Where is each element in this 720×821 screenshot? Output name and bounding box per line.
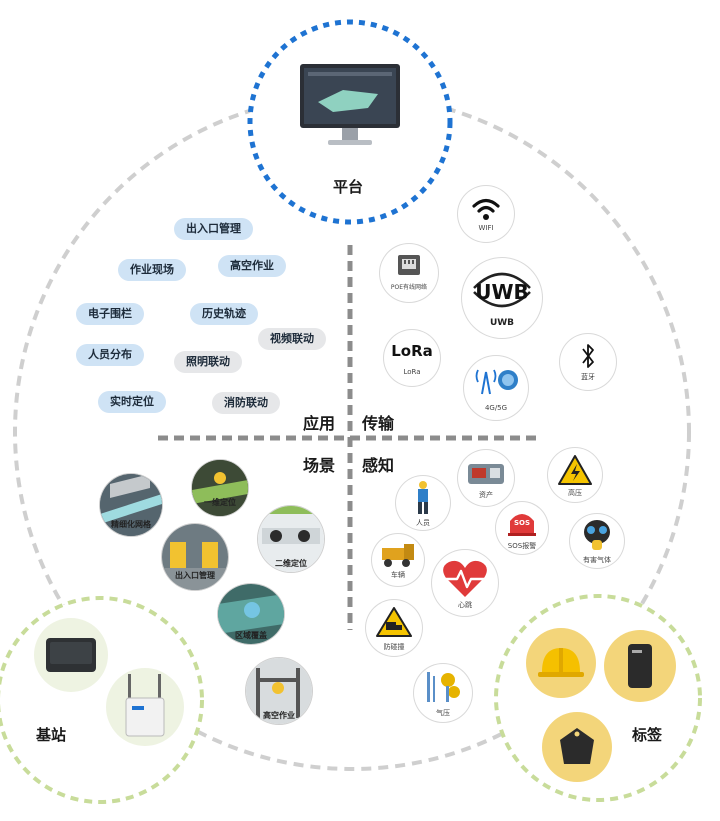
scene-1d-label: 一维定位 bbox=[204, 498, 236, 507]
scene-entry-exit[interactable] bbox=[162, 524, 228, 590]
barometer-icon bbox=[427, 672, 460, 702]
lora-node[interactable]: LoRa LoRa bbox=[384, 330, 440, 386]
base-station-device-2[interactable] bbox=[106, 668, 184, 746]
scene-high-altitude[interactable] bbox=[246, 658, 312, 724]
quadrant-label-transmission: 传输 bbox=[362, 414, 395, 433]
app-pill-realtime[interactable]: 实时定位 bbox=[98, 391, 166, 413]
wifi-label: WIFI bbox=[478, 224, 494, 232]
sos-alarm-icon bbox=[508, 514, 536, 536]
scene-fine-grid-label: 精细化网格 bbox=[111, 520, 151, 529]
sensing-collision[interactable]: 防碰撞 bbox=[366, 600, 422, 656]
uwb-label: UWB bbox=[489, 318, 515, 328]
high-voltage-icon bbox=[558, 455, 592, 485]
helmet-icon bbox=[538, 648, 584, 677]
sensing-personnel-label: 人员 bbox=[416, 519, 430, 527]
sensing-gas[interactable]: 有害气体 bbox=[570, 514, 624, 568]
quadrant-label-scene: 场景 bbox=[303, 456, 336, 475]
app-pill-fire[interactable]: 消防联动 bbox=[212, 392, 280, 414]
card-tag-icon bbox=[628, 644, 652, 688]
app-pill-lighting[interactable]: 照明联动 bbox=[174, 351, 242, 373]
vehicle-icon bbox=[382, 544, 414, 567]
sensing-high-voltage[interactable]: 高压 bbox=[548, 448, 602, 502]
scene-area-coverage[interactable] bbox=[218, 584, 284, 644]
tag-title: 标签 bbox=[632, 726, 663, 744]
uwb-node[interactable]: UWB UWB bbox=[462, 258, 542, 338]
sensing-vehicle-label: 车辆 bbox=[391, 571, 405, 579]
sensing-asset-label: 资产 bbox=[479, 491, 493, 499]
sensing-gas-label: 有害气体 bbox=[583, 556, 611, 564]
sensing-heartbeat-label: 心跳 bbox=[458, 601, 472, 609]
scene-fine-grid[interactable] bbox=[100, 474, 162, 536]
app-pill-history[interactable]: 历史轨迹 bbox=[190, 303, 258, 325]
beacon-tag-icon bbox=[560, 728, 594, 764]
scene-2d-image bbox=[258, 506, 324, 572]
scene-entry-exit-label: 出入口管理 bbox=[175, 571, 215, 580]
scene-entry-exit-image bbox=[162, 524, 228, 590]
platform-ring bbox=[247, 19, 453, 225]
app-pill-entry-exit[interactable]: 出入口管理 bbox=[174, 218, 253, 240]
sensing-pressure-label: 气压 bbox=[436, 709, 450, 717]
app-pill-work-site[interactable]: 作业现场 bbox=[118, 259, 186, 281]
app-pill-distribution[interactable]: 人员分布 bbox=[76, 344, 144, 366]
sensing-heartbeat[interactable]: 心跳 bbox=[432, 550, 498, 616]
sensing-sos-label: SOS报警 bbox=[507, 542, 537, 550]
bluetooth-node[interactable]: 蓝牙 bbox=[560, 334, 616, 390]
base-station-device-1[interactable] bbox=[34, 618, 108, 692]
uwb-logo-text: UWB bbox=[475, 280, 529, 304]
cell-tower-icon bbox=[475, 369, 518, 395]
scene-1d-image bbox=[192, 460, 248, 516]
sos-badge-text: SOS bbox=[513, 519, 531, 527]
wifi-icon bbox=[472, 198, 500, 220]
scene-area-label: 区域覆盖 bbox=[235, 631, 267, 640]
app-pill-high-altitude[interactable]: 高空作业 bbox=[218, 255, 286, 277]
poe-node[interactable]: POE有线网络 bbox=[380, 244, 438, 302]
tag-ring bbox=[494, 594, 702, 802]
lora-logo-text: LoRa bbox=[391, 342, 433, 360]
tag-beacon[interactable] bbox=[542, 712, 612, 782]
sensing-pressure[interactable]: 气压 bbox=[414, 664, 472, 722]
scene-high-altitude-label: 高空作业 bbox=[263, 711, 295, 720]
scene-fine-grid-image bbox=[100, 474, 162, 536]
quadrant-label-application: 应用 bbox=[303, 414, 336, 433]
sensing-sos[interactable]: SOS SOS报警 bbox=[496, 502, 548, 554]
sensing-asset[interactable]: 资产 bbox=[458, 450, 514, 506]
wifi-node[interactable]: WIFI bbox=[458, 186, 514, 242]
gas-mask-icon bbox=[584, 520, 610, 550]
tag-helmet[interactable] bbox=[526, 628, 596, 698]
worker-icon bbox=[418, 481, 428, 514]
sensing-personnel[interactable]: 人员 bbox=[396, 476, 450, 530]
base-station-title: 基站 bbox=[36, 726, 67, 744]
heartbeat-icon bbox=[443, 560, 487, 597]
cellular-label: 4G/5G bbox=[484, 404, 508, 412]
platform-title: 平台 bbox=[333, 178, 364, 196]
scene-high-altitude-image bbox=[246, 658, 312, 724]
tag-card[interactable] bbox=[604, 630, 676, 702]
base-station-antenna-icon bbox=[125, 674, 165, 737]
scene-2d-label: 二维定位 bbox=[275, 559, 307, 568]
poe-label: POE有线网络 bbox=[390, 284, 428, 291]
base-station-ring bbox=[0, 596, 204, 804]
sensing-high-voltage-label: 高压 bbox=[568, 489, 582, 497]
quadrant-label-sensing: 感知 bbox=[362, 456, 395, 475]
app-pill-fence[interactable]: 电子围栏 bbox=[76, 303, 144, 325]
collision-warning-icon bbox=[376, 607, 412, 637]
scene-1d-positioning[interactable] bbox=[192, 460, 248, 516]
lora-label: LoRa bbox=[403, 368, 421, 376]
ethernet-port-icon bbox=[398, 255, 420, 275]
sensing-vehicle[interactable]: 车辆 bbox=[372, 534, 424, 586]
scene-area-image bbox=[218, 584, 284, 644]
uwb-logo-icon bbox=[473, 272, 531, 308]
asset-scanner-icon bbox=[468, 464, 504, 484]
base-station-box-icon bbox=[46, 638, 96, 672]
bluetooth-label: 蓝牙 bbox=[581, 373, 595, 381]
scene-2d-positioning[interactable] bbox=[258, 506, 324, 572]
bluetooth-icon bbox=[582, 344, 594, 368]
sensing-collision-label: 防碰撞 bbox=[383, 643, 405, 651]
monitor-icon bbox=[300, 64, 400, 145]
app-pill-video[interactable]: 视频联动 bbox=[258, 328, 326, 350]
cellular-node[interactable]: 4G/5G bbox=[464, 356, 528, 420]
